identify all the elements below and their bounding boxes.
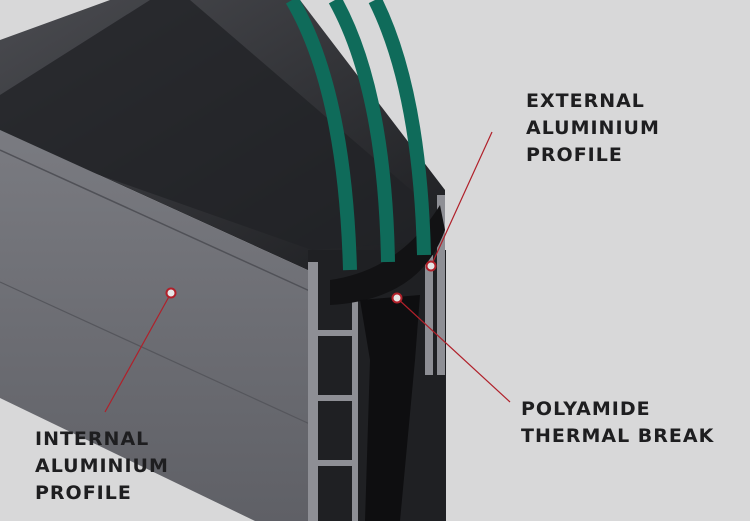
- label-polyamide-thermal-break: POLYAMIDE THERMAL BREAK: [521, 396, 714, 450]
- profile-groove: [0, 281, 313, 426]
- label-line: POLYAMIDE: [521, 398, 651, 420]
- marker-internal: [165, 287, 177, 299]
- glazing-bead: [0, 0, 440, 250]
- label-internal-aluminium-profile: INTERNAL ALUMINIUM PROFILE: [35, 426, 169, 507]
- external-wall: [437, 195, 445, 375]
- external-wall: [425, 255, 433, 375]
- profile-groove: [0, 149, 313, 293]
- glass-pane: [328, 0, 395, 263]
- frame-wall: [352, 300, 358, 521]
- leader-line-internal: [104, 292, 172, 413]
- label-line: ALUMINIUM: [526, 117, 660, 139]
- label-line: INTERNAL: [35, 428, 150, 450]
- label-line: ALUMINIUM: [35, 455, 169, 477]
- frame-wall: [318, 395, 358, 401]
- marker-thermal-break: [391, 292, 403, 304]
- glass-pane: [285, 0, 357, 271]
- label-external-aluminium-profile: EXTERNAL ALUMINIUM PROFILE: [526, 88, 660, 169]
- label-line: PROFILE: [35, 482, 132, 504]
- label-line: THERMAL BREAK: [521, 425, 715, 447]
- glass-pane: [368, 0, 431, 256]
- polyamide-thermal-break: [360, 295, 420, 521]
- frame-wall: [318, 330, 358, 336]
- label-line: EXTERNAL: [526, 90, 645, 112]
- marker-external: [425, 260, 437, 272]
- leader-line-thermal-break: [396, 297, 511, 403]
- label-line: PROFILE: [526, 144, 623, 166]
- internal-profile-side-face: [0, 130, 312, 521]
- gasket: [330, 205, 445, 305]
- frame-outer-wall: [308, 262, 318, 521]
- leader-line-external: [430, 131, 493, 267]
- frame-wall: [318, 460, 358, 466]
